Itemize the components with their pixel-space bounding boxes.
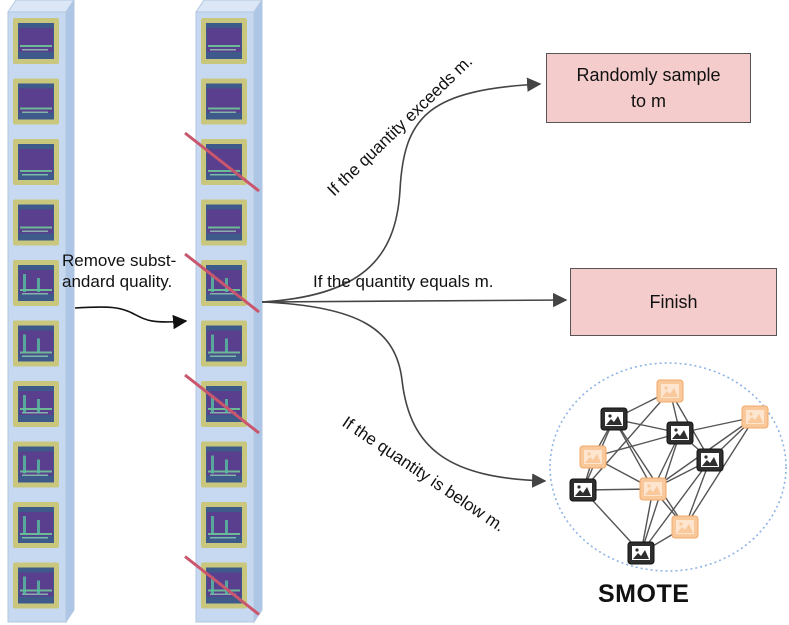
- filtered-spectrogram-column: [184, 0, 263, 624]
- smote-nodes: [569, 379, 769, 565]
- column-top-face: [195, 0, 263, 13]
- original-sample-icon: [569, 478, 597, 502]
- random-sample-box: Randomly sample to m: [546, 53, 751, 123]
- smote-edge: [592, 432, 681, 458]
- spectrogram-frame: [201, 320, 247, 367]
- smote-cluster-ellipse: [549, 362, 787, 572]
- spectrogram-frame: [13, 562, 59, 609]
- spectrogram-frame: [13, 381, 59, 427]
- spectrogram-frame: [201, 18, 247, 64]
- cross-out-mark: [184, 252, 260, 314]
- smote-edge: [640, 459, 711, 554]
- smote-edge: [613, 418, 654, 490]
- spectrogram-frame: [13, 199, 59, 246]
- exceeds-arrow: [261, 77, 542, 303]
- original-spectrogram-column: [7, 0, 75, 624]
- spectrogram-frame: [13, 78, 59, 125]
- spectrogram-frame: [13, 18, 59, 64]
- spectrogram-frame: [201, 441, 247, 488]
- equals-label: If the quantity equals m.: [313, 272, 494, 291]
- original-sample-icon: [627, 541, 655, 565]
- spectrogram-frame: [201, 199, 247, 246]
- synthetic-sample-icon: [656, 379, 684, 403]
- spectrogram-frame: [201, 502, 247, 548]
- original-sample-icon: [666, 421, 694, 445]
- remove-substandard-label: Remove subst- andard quality.: [62, 251, 177, 291]
- smote-label: SMOTE: [598, 580, 690, 608]
- smote-edge: [684, 416, 756, 528]
- spectrogram-frame: [13, 139, 59, 185]
- spectrogram-frame: [13, 502, 59, 548]
- cross-out-mark: [184, 373, 260, 435]
- synthetic-sample-icon: [639, 477, 667, 501]
- synthetic-sample-icon: [741, 405, 769, 429]
- column-side-face: [65, 0, 75, 624]
- equals-arrow: [261, 292, 568, 308]
- spectrogram-frame: [13, 260, 59, 306]
- synthetic-sample-icon: [579, 445, 607, 469]
- cross-out-mark: [184, 131, 260, 193]
- spectrogram-frame: [201, 78, 247, 125]
- cross-out-mark: [184, 555, 260, 616]
- column-top-face: [7, 0, 75, 13]
- exceeds-label: If the quantity exceeds m.: [324, 52, 477, 200]
- below-arrow: [261, 301, 547, 488]
- original-sample-icon: [696, 448, 724, 472]
- spectrogram-frame: [13, 441, 59, 488]
- finish-box: Finish: [570, 268, 777, 336]
- original-sample-icon: [600, 407, 628, 431]
- remove-arrow: [74, 306, 188, 330]
- spectrogram-frame: [13, 320, 59, 367]
- synthetic-sample-icon: [671, 515, 699, 539]
